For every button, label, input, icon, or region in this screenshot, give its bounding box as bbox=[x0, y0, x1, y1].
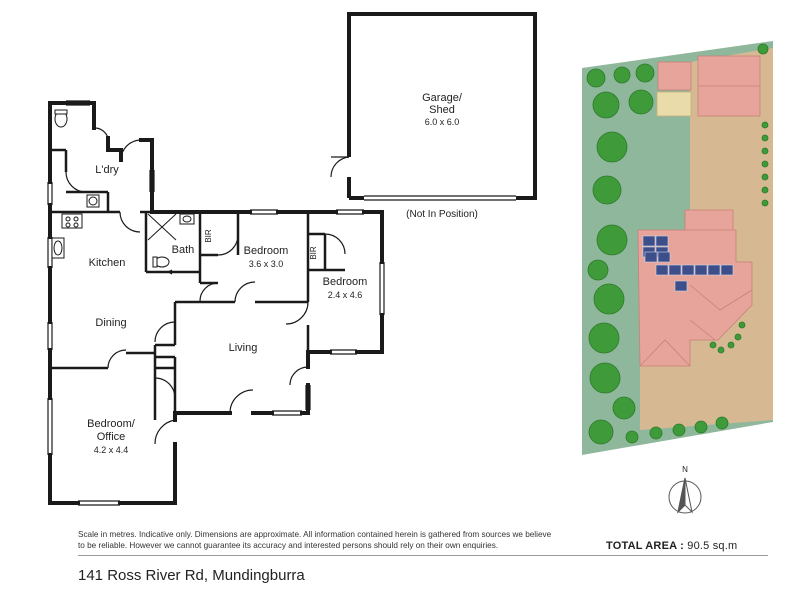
disclaimer-text: Scale in metres. Indicative only. Dimens… bbox=[78, 530, 552, 550]
windows bbox=[47, 100, 385, 506]
trees-and-shrubs bbox=[586, 43, 769, 445]
label-laundry: L'dry bbox=[95, 164, 119, 176]
footer-divider bbox=[78, 555, 768, 556]
label-garage-line2: Shed bbox=[429, 104, 455, 116]
label-bedroom-office-line2: Office bbox=[97, 431, 126, 443]
total-area: TOTAL AREA : 90.5 sq.m bbox=[606, 540, 737, 552]
label-kitchen: Kitchen bbox=[89, 257, 126, 269]
label-bir-1: BIR bbox=[204, 229, 213, 243]
garage-note: (Not In Position) bbox=[406, 209, 478, 220]
label-bedroom-office-line1: Bedroom/ bbox=[87, 418, 136, 430]
garage-shed bbox=[330, 12, 537, 201]
total-area-value: 90.5 sq.m bbox=[687, 540, 738, 552]
dims-garage: 6.0 x 6.0 bbox=[425, 117, 460, 127]
label-bir-2: BIR bbox=[309, 246, 318, 260]
dims-bedroom-office: 4.2 x 4.4 bbox=[94, 445, 129, 455]
north-compass-icon bbox=[668, 477, 702, 514]
label-dining: Dining bbox=[95, 317, 126, 329]
site-plan bbox=[582, 41, 773, 455]
exterior-walls bbox=[48, 101, 384, 505]
pergola bbox=[656, 91, 692, 117]
fixtures bbox=[51, 109, 195, 268]
house-plan bbox=[47, 100, 385, 506]
dims-bedroom-1: 3.6 x 3.0 bbox=[249, 259, 284, 269]
property-address: 141 Ross River Rd, Mundingburra bbox=[78, 567, 305, 584]
doors bbox=[65, 127, 346, 445]
solar-panels bbox=[642, 235, 734, 292]
label-living: Living bbox=[229, 342, 258, 354]
compass-north-label: N bbox=[682, 465, 688, 474]
label-garage-line1: Garage/ bbox=[422, 92, 463, 104]
interior-walls bbox=[50, 148, 345, 420]
label-bedroom-1: Bedroom bbox=[244, 245, 289, 257]
label-bedroom-2: Bedroom bbox=[323, 276, 368, 288]
total-area-label: TOTAL AREA : bbox=[606, 540, 684, 552]
label-bath: Bath bbox=[172, 244, 195, 256]
shed-roof-small bbox=[657, 61, 692, 91]
house-roof bbox=[637, 209, 753, 367]
dims-bedroom-2: 2.4 x 4.6 bbox=[328, 290, 363, 300]
